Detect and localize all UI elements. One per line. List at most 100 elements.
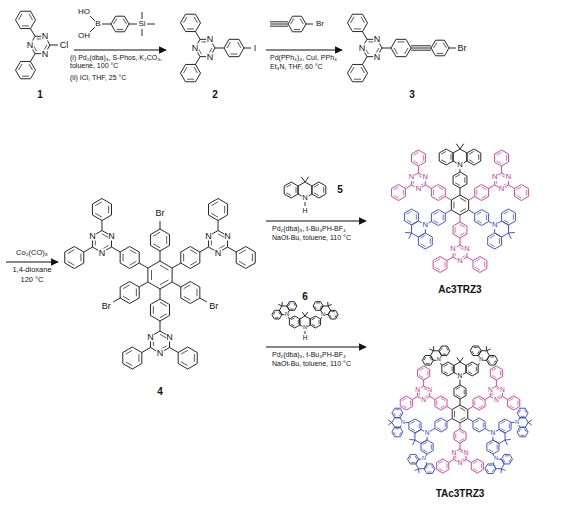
reaction-arrow bbox=[6, 261, 58, 262]
bond bbox=[421, 235, 426, 238]
bond bbox=[194, 17, 198, 23]
atom-label: N bbox=[498, 185, 505, 193]
ring bbox=[348, 14, 368, 31]
bond bbox=[418, 166, 419, 173]
bond bbox=[423, 380, 424, 386]
bond bbox=[411, 50, 431, 51]
bond bbox=[460, 423, 461, 429]
atom-label: N bbox=[206, 52, 214, 61]
bond bbox=[490, 244, 495, 247]
atom-label: B bbox=[95, 20, 102, 28]
bond bbox=[130, 250, 137, 254]
bond bbox=[426, 363, 430, 364]
bond bbox=[490, 356, 494, 357]
ring bbox=[148, 261, 172, 289]
bond bbox=[184, 296, 191, 300]
bond bbox=[421, 244, 426, 247]
atom-label: N bbox=[302, 325, 307, 331]
ring bbox=[120, 282, 139, 304]
bond bbox=[452, 367, 453, 372]
bond bbox=[423, 155, 424, 161]
bond bbox=[438, 187, 443, 190]
bond bbox=[409, 233, 412, 239]
bond bbox=[270, 24, 288, 25]
bond bbox=[528, 420, 532, 423]
atom-label: N bbox=[191, 44, 199, 53]
atom-label: N bbox=[284, 312, 289, 318]
bond bbox=[196, 57, 201, 65]
bond bbox=[411, 45, 431, 46]
atom-label: N bbox=[373, 35, 381, 44]
atom-label: N bbox=[214, 248, 222, 257]
bond bbox=[196, 289, 197, 297]
bond bbox=[475, 420, 479, 422]
ring bbox=[475, 185, 489, 201]
reaction-arrow bbox=[74, 49, 166, 50]
bond bbox=[351, 67, 355, 73]
ring bbox=[92, 199, 111, 221]
bond bbox=[437, 427, 441, 429]
bond bbox=[147, 24, 155, 25]
bond bbox=[136, 289, 137, 297]
bond bbox=[288, 303, 290, 306]
ring bbox=[475, 210, 489, 226]
bond bbox=[419, 424, 420, 429]
compound-number: 2 bbox=[212, 89, 218, 101]
bond bbox=[361, 17, 365, 23]
ring bbox=[400, 396, 412, 410]
bond bbox=[414, 152, 419, 155]
ring bbox=[508, 396, 520, 410]
bond bbox=[460, 431, 464, 433]
compound-number: 3 bbox=[409, 89, 415, 101]
bond bbox=[416, 214, 417, 220]
ring bbox=[111, 16, 129, 32]
ring bbox=[454, 429, 466, 443]
bond bbox=[460, 238, 461, 245]
ring bbox=[488, 233, 502, 249]
bond bbox=[211, 202, 218, 206]
atom-label: N bbox=[505, 173, 512, 181]
bond bbox=[184, 17, 188, 23]
bond bbox=[22, 25, 29, 26]
atom-label: N bbox=[436, 358, 441, 364]
ring bbox=[431, 185, 445, 201]
bond bbox=[394, 195, 399, 198]
ring bbox=[517, 408, 528, 418]
bond bbox=[314, 184, 319, 187]
bond bbox=[305, 177, 309, 182]
ring bbox=[466, 362, 478, 376]
atom-label: N bbox=[41, 32, 49, 41]
bond bbox=[460, 438, 464, 440]
bond bbox=[244, 48, 251, 49]
bond bbox=[388, 420, 392, 423]
ring bbox=[452, 405, 468, 423]
atom-label: N bbox=[457, 257, 464, 265]
bond bbox=[331, 311, 335, 312]
bond bbox=[139, 282, 148, 287]
atom-label: N bbox=[491, 173, 498, 181]
bond bbox=[502, 397, 507, 400]
ring bbox=[435, 418, 447, 432]
bond bbox=[354, 79, 361, 80]
bond bbox=[468, 364, 472, 366]
bond bbox=[50, 45, 58, 46]
ring bbox=[487, 440, 499, 454]
bond bbox=[305, 312, 308, 316]
bond bbox=[445, 423, 446, 428]
bond bbox=[504, 220, 509, 223]
bond bbox=[517, 195, 522, 198]
ring bbox=[517, 427, 528, 437]
bond bbox=[170, 348, 179, 353]
bond bbox=[460, 399, 461, 405]
atom-label: N bbox=[424, 430, 430, 437]
bond bbox=[394, 48, 398, 54]
bond bbox=[443, 43, 446, 48]
bond bbox=[483, 423, 484, 428]
bond bbox=[394, 413, 396, 416]
bond bbox=[460, 209, 466, 213]
bond bbox=[312, 324, 316, 326]
bond bbox=[501, 469, 502, 473]
bond bbox=[351, 17, 355, 23]
atom-label: N bbox=[490, 430, 496, 437]
bond bbox=[486, 215, 487, 221]
